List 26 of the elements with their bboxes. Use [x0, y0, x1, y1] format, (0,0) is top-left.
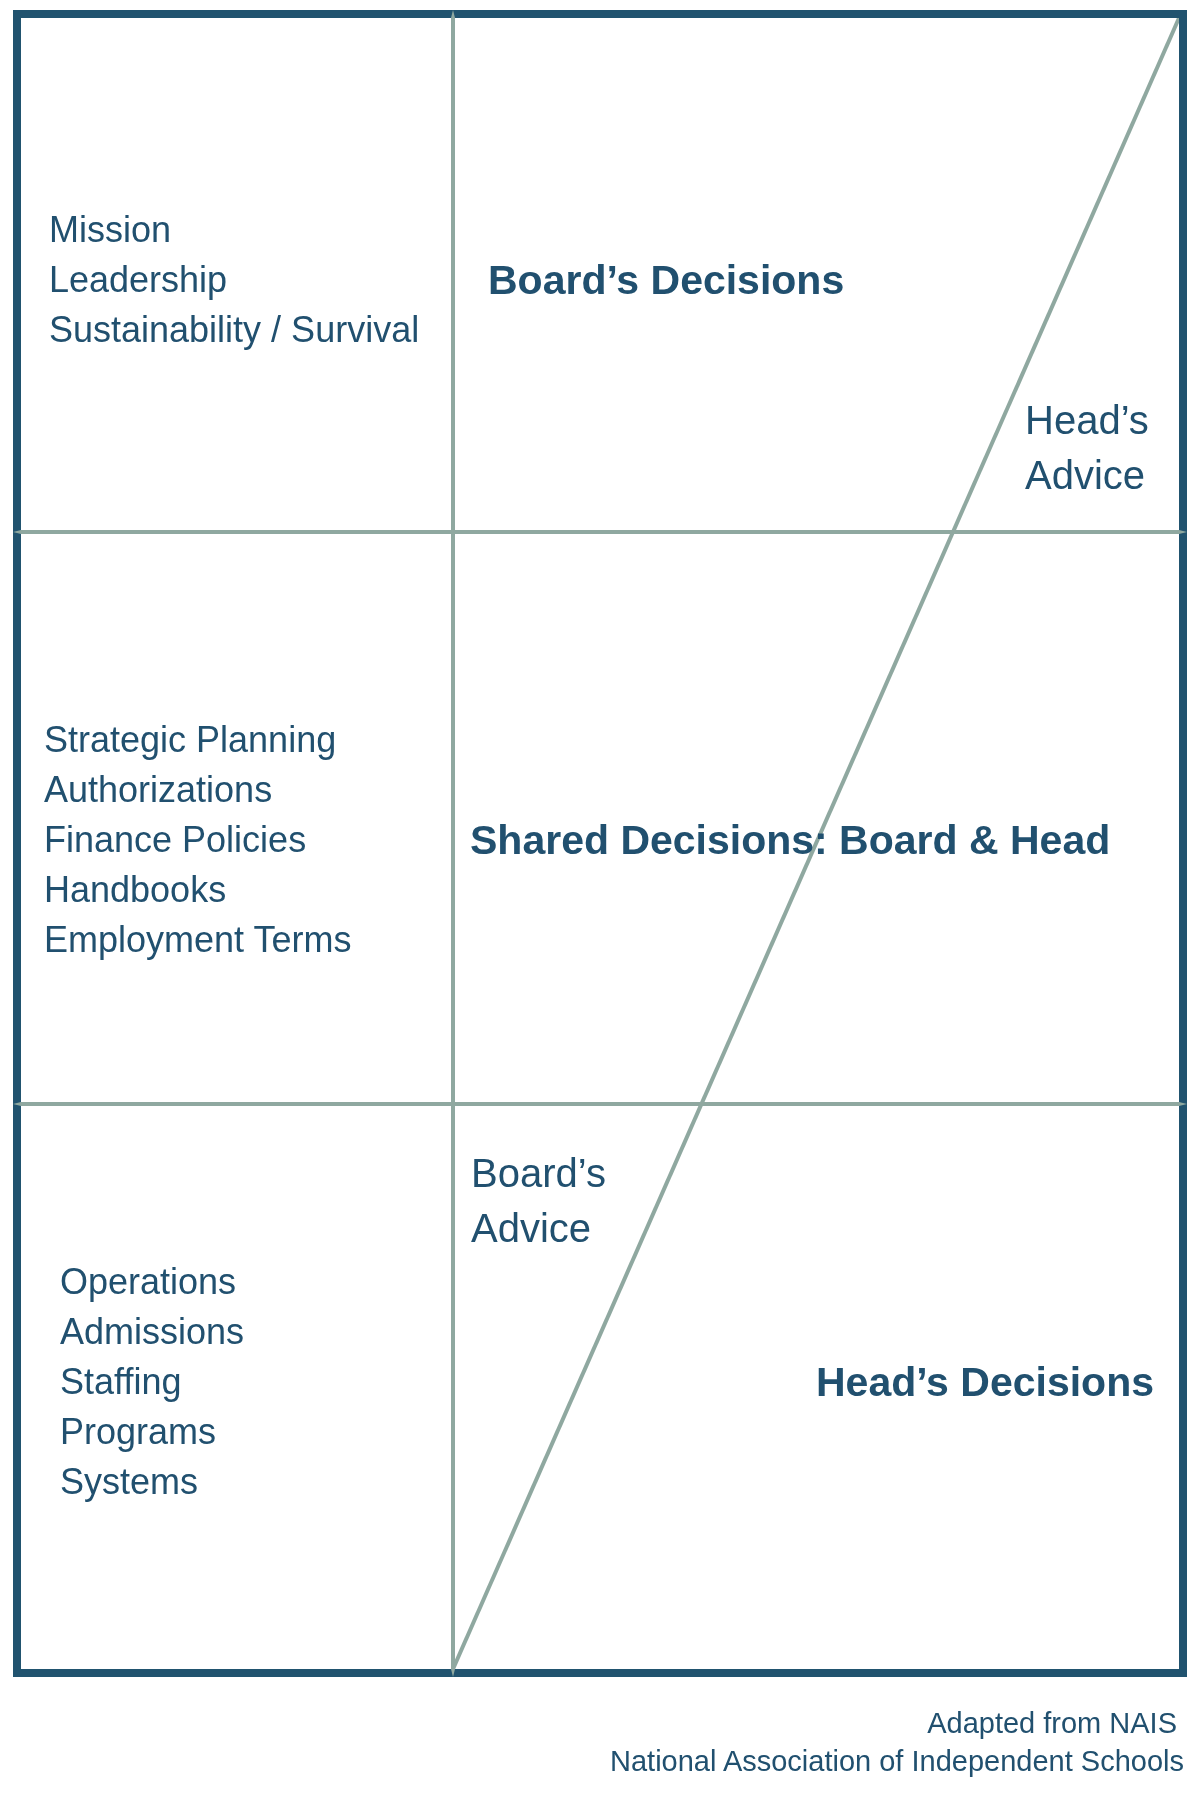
list-item: Sustainability / Survival: [49, 308, 420, 352]
list-item: Handbooks: [44, 868, 227, 912]
list-item: Finance Policies: [44, 818, 307, 862]
decision-heading: Shared Decisions: Board & Head: [470, 815, 1111, 865]
advice-label: Head’s Advice: [1025, 396, 1150, 499]
table-cell: [453, 1104, 1187, 1677]
table-cell: [453, 532, 1187, 1104]
source-note: Adapted from NAIS: [927, 1706, 1177, 1741]
table-cell: [453, 10, 1187, 532]
list-item: Mission: [49, 208, 172, 252]
advice-label: Board’s Advice: [471, 1149, 607, 1252]
list-item: Systems: [60, 1460, 199, 1504]
list-item: Staffing: [60, 1360, 182, 1404]
list-item: Operations: [60, 1260, 237, 1304]
table-cell: [13, 1104, 453, 1677]
decision-heading: Head’s Decisions: [816, 1357, 1154, 1407]
list-item: Programs: [60, 1410, 217, 1454]
source-note: National Association of Independent Schools: [610, 1744, 1184, 1779]
list-item: Authorizations: [44, 768, 273, 812]
table-cell: [13, 532, 453, 1104]
table-cell: [13, 10, 453, 532]
list-item: Employment Terms: [44, 918, 352, 962]
list-item: Strategic Planning: [44, 718, 337, 762]
list-item: Leadership: [49, 258, 228, 302]
list-item: Admissions: [60, 1310, 245, 1354]
decision-heading: Board’s Decisions: [488, 255, 845, 305]
